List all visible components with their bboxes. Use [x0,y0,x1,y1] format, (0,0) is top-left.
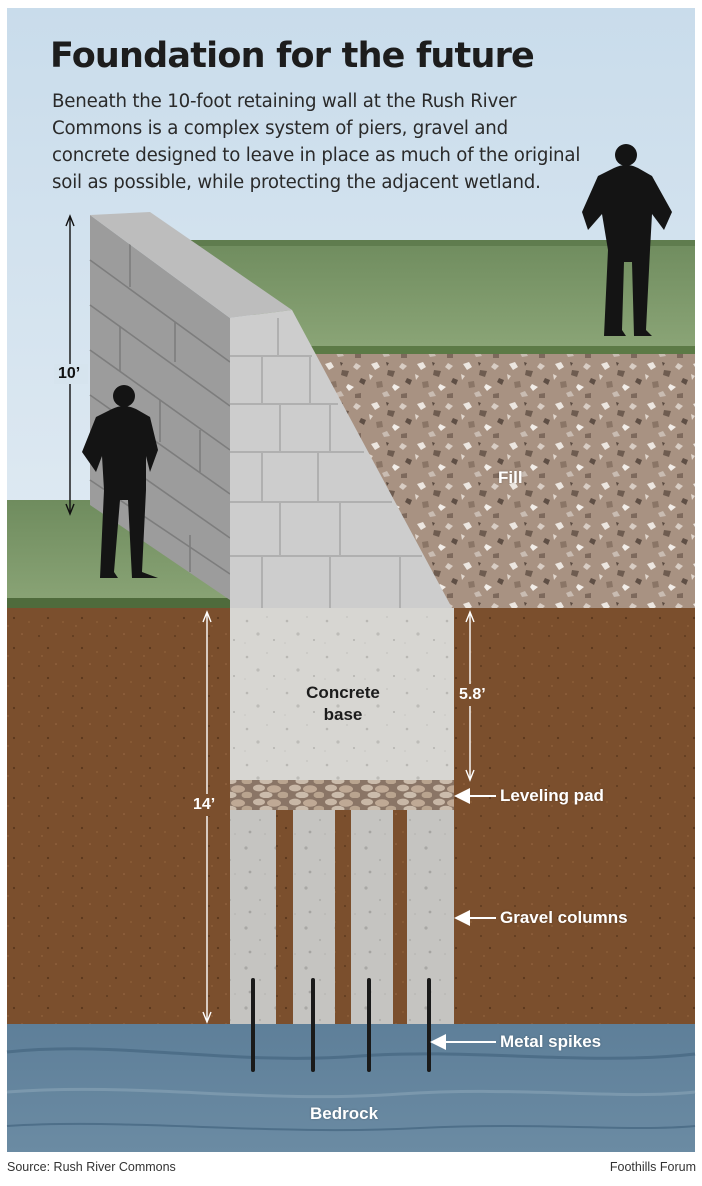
total-depth-dimension [202,610,212,1024]
metal-spikes-label: Metal spikes [500,1032,602,1051]
intro-text: Beneath the 10-foot retaining wall at th… [52,88,612,196]
bedrock-label: Bedrock [310,1104,379,1123]
leveling-pad [230,780,454,810]
person-silhouette-top [582,144,672,336]
person-silhouette-bottom [82,385,158,578]
concrete-base [230,608,454,780]
intro-line: concrete designed to leave in place as m… [52,145,581,166]
fill-label: Fill [498,468,523,487]
intro-line: Commons is a complex system of piers, gr… [52,118,508,139]
credit-note: Foothills Forum [609,1160,696,1174]
front-grass [7,500,230,608]
page-title: Foundation for the future [50,36,535,76]
leveling-pad-label: Leveling pad [500,786,604,805]
wall-height-label: 10’ [58,365,81,382]
gravel-columns-label: Gravel columns [500,908,628,927]
wall-front [230,310,452,608]
metal-spikes [251,978,431,1072]
fill-gravel-layer [300,348,695,608]
base-height-label: 5.8’ [459,686,486,703]
concrete-base-label-line: base [323,705,363,724]
concrete-base-label-line: Concrete [306,683,380,702]
wall-front-blocks [230,318,422,608]
concrete-base-label: Concrete base [288,682,398,726]
gravel-column [351,810,393,1024]
wall-top [90,212,292,318]
intro-line: Beneath the 10-foot retaining wall at th… [52,91,517,112]
fill-grass-edge [300,346,695,354]
source-note: Source: Rush River Commons [7,1160,176,1174]
intro-line: soil as possible, while protecting the a… [52,172,541,193]
total-depth-label: 14’ [193,796,216,813]
